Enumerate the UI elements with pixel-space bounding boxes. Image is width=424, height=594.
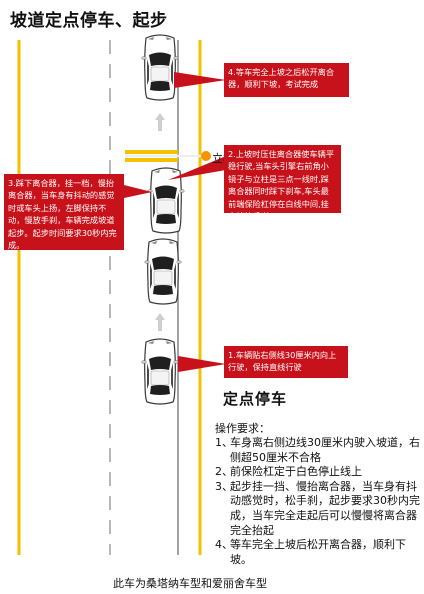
requirement-number: 3、 [215,479,233,493]
callout-4: 4.等车完全上坡之后松开离合器，顺利下坡，考试完成 [224,63,349,97]
requirements-list: 1、 车身离右侧边线30厘米内驶入坡道，右侧超50厘米不合格 2、 前保险杠定于… [215,436,420,567]
callout-4-pointer [174,72,226,88]
car-2-icon [144,238,182,305]
requirements-label: 操作要求： [215,422,270,435]
page-title: 坡道定点停车、起步 [10,11,168,31]
requirement-text: 前保险杠定于白色停止线上 [230,465,362,479]
requirement-item: 1、 车身离右侧边线30厘米内驶入坡道，右侧超50厘米不合格 [215,436,420,465]
requirement-text: 车身离右侧边线30厘米内驶入坡道，右侧超50厘米不合格 [230,436,420,464]
up-arrow-icon [155,113,165,131]
requirement-item: 3、 起步挂一挡、慢抬离合器，当车身有抖动感觉时，松手刹，起步要求30秒内完成，… [215,480,420,538]
requirement-number: 1、 [215,436,233,449]
section-heading: 定点停车 [223,390,288,408]
callout-3-pointer [124,185,152,198]
callout-2-pointer [168,156,226,180]
requirement-item: 4、 等车完全上坡后松开离合器，顺利下坡。 [215,538,420,567]
callout-2: 2.上坡时压住离合器使车辆平稳行驶,当车头引擎右前角小镜子与立柱是三点一线时,踩… [224,145,341,221]
car-4-icon [141,34,179,101]
requirement-number: 2、 [215,465,233,479]
footer-note: 此车为桑塔纳车型和爱丽舍车型 [113,577,267,590]
car-1-icon [141,338,179,405]
pillar-dot-icon [201,151,211,161]
requirement-text: 起步挂一挡、慢抬离合器，当车身有抖动感觉时，松手刹，起步要求30秒内完成，当车完… [230,479,420,537]
callout-1-pointer [178,356,226,372]
requirement-item: 2、 前保险杠定于白色停止线上 [215,465,420,480]
callout-3: 3.踩下离合器，挂一档，慢抬离合器，当车身有抖动的感觉时或车头上扬，左脚保持不动… [4,174,124,250]
stop-line-yellow-top [125,150,178,154]
requirement-number: 4、 [215,538,233,552]
stop-line-yellow-bottom [125,158,178,162]
callout-1: 1.车辆贴右侧线30厘米内向上行驶，保持直线行驶 [224,346,348,378]
up-arrow-icon [155,313,165,331]
requirement-text: 等车完全上坡后松开离合器，顺利下坡。 [230,538,406,566]
